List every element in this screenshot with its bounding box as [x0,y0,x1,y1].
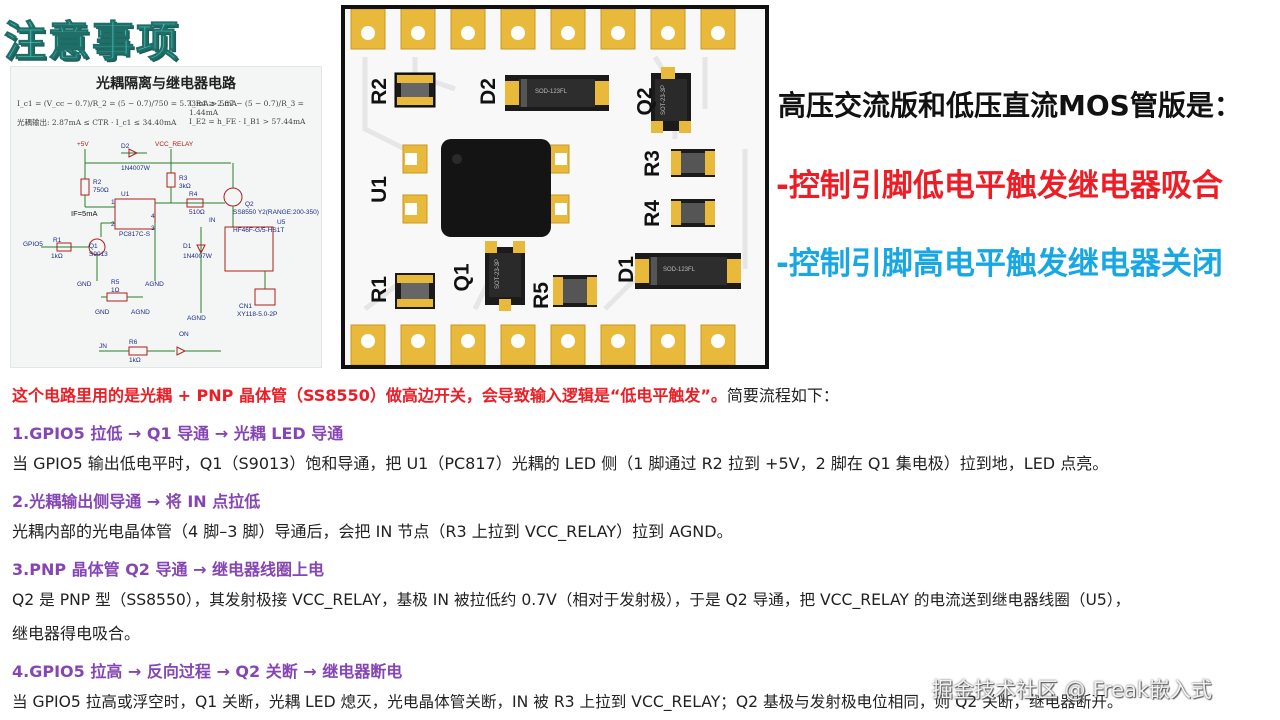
intro-paragraph: 这个电路里用的是光耦 + PNP 晶体管（SS8550）做高边开关，会导致输入逻… [12,386,839,406]
label-q1: Q1 [89,243,98,250]
label-jn: JN [99,343,107,350]
step3-text-line1: Q2 是 PNP 型（SS8550），其发射极接 VCC_RELAY，基极 IN… [12,591,1131,609]
tag-q2: SOT-23-3P [661,84,668,116]
label-r4: R4 [189,191,198,198]
pcb-render: R2 D2 Q2 U1 R3 R4 R1 Q1 R5 D1 SOD-123FL … [345,9,765,365]
step1-title: 1.GPIO5 拉低 → Q1 导通 → 光耦 LED 导通 [12,424,344,443]
tag-d1: SOD-123FL [663,267,696,273]
label-agnd-3: AGND [187,315,206,322]
silk-d1: D1 [614,256,638,283]
watermark: 掘金技术社区 @ Freak嵌入式 [932,678,1213,702]
high-trigger-note: -控制引脚高电平触发继电器关闭 [776,246,1223,282]
label-r1-val: 1kΩ [51,253,63,260]
label-d1-part: 1N4007W [183,253,212,260]
silk-r2: R2 [367,78,391,105]
label-u5-part: HF46F-G/5-HS1T [233,227,285,234]
label-d2: D2 [121,143,130,150]
label-vcc-relay: VCC_RELAY [155,141,194,148]
equation-ctr: 光耦输出: 2.87mA ≤ CTR · I_c1 ≤ 34.40mA [17,118,177,127]
label-d1: D1 [183,243,192,250]
label-q1-part: S9013 [89,251,108,258]
silk-q1: Q1 [450,263,474,292]
label-gnd-1: GND [77,281,92,288]
version-headline: 高压交流版和低压直流MOS管版是： [778,89,1242,122]
label-agnd-2: AGND [131,309,150,316]
silk-u1: U1 [367,176,391,203]
label-r4-val: 510Ω [189,209,205,216]
silk-r5: R5 [529,282,553,309]
step1-text: 当 GPIO5 输出低电平时，Q1（S9013）饱和导通，把 U1（PC817）… [12,454,1109,473]
label-r3-val: 3kΩ [179,183,191,190]
label-q2-part: SS8550 Y2(RANGE:200-350) [233,209,319,216]
label-gnd-2: GND [95,309,110,316]
label-agnd-1: AGND [145,281,164,288]
label-d2-part: 1N4007W [121,165,150,172]
label-pin-3: 3 [151,225,155,232]
label-r2: R2 [93,179,102,186]
label-r5-val: 1Ω [111,287,120,294]
label-pin-2: 2 [111,221,115,228]
label-r5: R5 [111,279,120,286]
label-cn1-part: XY118-5.0-2P [237,311,278,318]
tag-q1: SOT-23-3P [495,258,502,290]
label-on: ON [179,331,189,338]
label-r3: R3 [179,175,188,182]
label-q2: Q2 [245,201,254,208]
intro-highlight: 这个电路里用的是光耦 + PNP 晶体管（SS8550）做高边开关，会导致输入逻… [12,386,727,405]
intro-rest: 简要流程如下： [726,386,839,405]
label-r6: R6 [129,339,138,346]
tag-d2: SOD-123FL [535,89,568,95]
silk-q2: Q2 [633,87,657,116]
schematic-title: 光耦隔离与继电器电路 [96,76,236,92]
step4-text: 当 GPIO5 拉高或浮空时，Q1 关断，光耦 LED 熄灭，光电晶体管关断，I… [12,693,1123,711]
label-u1-part: PC817C-S [119,231,151,238]
silk-r4: R4 [640,200,664,227]
label-cn1: CN1 [239,303,253,310]
step4-title: 4.GPIO5 拉高 → 反向过程 → Q2 关断 → 继电器断电 [12,662,403,681]
label-u5: U5 [277,219,286,226]
page-title: 注意事项 [3,17,181,67]
label-u1: U1 [121,191,130,198]
schematic-panel: 光耦隔离与继电器电路 I_c1 = (V_cc − 0.7)/R_2 = (5 … [10,66,322,368]
equation-ir4: I_R4 ≥ 2.87 − (5 − 0.7)/R_3 = 1.44mA [189,99,304,117]
label-pin-4: 4 [151,213,155,220]
silk-r3: R3 [640,150,664,177]
label-in: IN [209,217,216,224]
step2-text: 光耦内部的光电晶体管（4 脚–3 脚）导通后，会把 IN 节点（R3 上拉到 V… [12,522,733,541]
label-r2-val: 750Ω [93,187,109,194]
label-gpio5: GPIO5 [23,241,43,248]
label-5v: +5V [77,141,89,148]
silk-r1: R1 [367,276,391,303]
label-if: IF=5mA [71,209,98,218]
label-r6-val: 1kΩ [129,357,141,364]
schematic-wires [41,148,276,356]
pcb-artwork [350,9,748,365]
step3-title: 3.PNP 晶体管 Q2 导通 → 继电器线圈上电 [12,560,325,579]
label-r1: R1 [53,237,62,244]
label-pin-1: 1 [111,199,115,206]
step3-text-line2: 继电器得电吸合。 [12,624,141,643]
silk-d2: D2 [476,78,500,105]
step2-title: 2.光耦输出侧导通 → 将 IN 点拉低 [12,492,261,511]
equation-ic1: I_c1 = (V_cc − 0.7)/R_2 = (5 − 0.7)/750 … [17,99,237,108]
low-trigger-note: -控制引脚低电平触发继电器吸合 [776,168,1223,204]
equation-ie2: I_E2 = h_FE · I_B1 > 57.44mA [189,117,306,126]
